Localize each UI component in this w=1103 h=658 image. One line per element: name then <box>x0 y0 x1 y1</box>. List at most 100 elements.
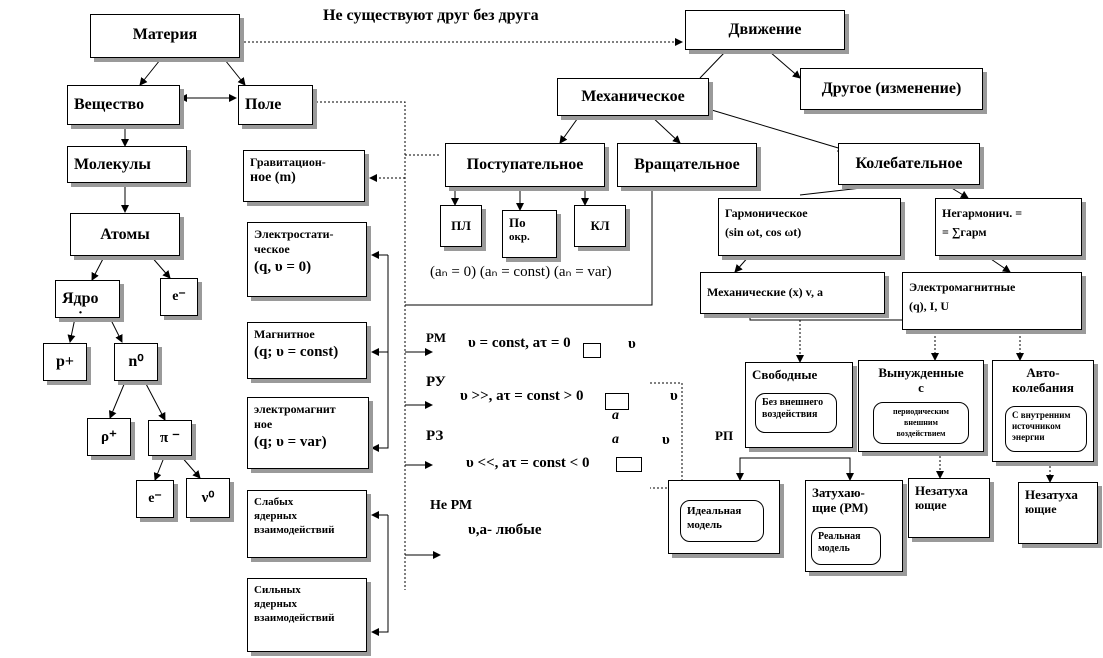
nonharmonic-box: Негармонич. = = ∑гарм <box>935 198 1082 256</box>
estat-line3: (q, υ = 0) <box>254 259 312 275</box>
auto-title2: колебания <box>1012 380 1074 395</box>
harmonic-line1: Гармоническое <box>725 206 808 220</box>
weak-line2: ядерных <box>254 510 297 522</box>
po-box: По окр. <box>502 210 557 258</box>
real-line2: модель <box>818 543 850 554</box>
forced-c: с <box>918 380 924 395</box>
mag-line2: (q; υ = const) <box>254 344 339 360</box>
grav-line2: ное (m) <box>250 170 296 185</box>
translational-box: Поступательное <box>445 143 605 187</box>
undamped-line1: Незатуха <box>915 483 968 498</box>
pl-box: ПЛ <box>440 205 482 247</box>
nerm-label: Не РМ <box>430 498 473 513</box>
weak-interaction-box: Слабых ядерных взаимодействий <box>247 490 367 558</box>
harmonic-box: Гармоническое (sin ωt, cos ωt) <box>718 198 901 256</box>
ru-formula: υ >>, aτ = const > 0 <box>460 388 584 404</box>
em-line2: ное <box>254 417 273 431</box>
forced-sub1: периодическим <box>892 407 950 416</box>
weak-line1: Слабых <box>254 496 294 508</box>
gravitational-field-box: Гравитацион- ное (m) <box>243 150 365 202</box>
rho-box: ρ⁺ <box>87 418 131 456</box>
rm-label: РМ <box>426 330 446 345</box>
nucleus-label: Ядро <box>62 290 99 307</box>
coexistence-label: Не существуют друг без друга <box>323 7 539 24</box>
strong-line3: взаимодействий <box>254 612 335 624</box>
ru-vector-icon <box>605 393 629 410</box>
nerm-formula: υ,a- любые <box>468 522 542 538</box>
forced-sub2: внешним <box>904 418 938 427</box>
rp-label: РП <box>715 428 734 443</box>
kl-box: КЛ <box>574 205 626 247</box>
forced-sub3: воздействием <box>896 429 946 438</box>
free-sub-bracket: Без внешнего воздействия <box>755 393 837 433</box>
rz-vector-icon <box>616 457 642 472</box>
undamped2-box: Незатуха ющие <box>1018 482 1098 544</box>
estat-line1: Электростати- <box>254 227 334 241</box>
normal-accel-line: (aₙ = 0) (aₙ = const) (aₙ = var) <box>430 264 612 280</box>
rm-vector-icon <box>583 343 601 358</box>
pi-box: π ⁻ <box>148 420 192 456</box>
auto-sub-bracket: С внутренним источником энергии <box>1005 406 1087 452</box>
undamped2-line1: Незатуха <box>1025 487 1078 502</box>
magnetic-field-box: Магнитное (q; υ = const) <box>247 322 367 379</box>
auto-sub3: энергии <box>1012 432 1045 442</box>
forced-title: Вынужденные <box>878 365 964 380</box>
harmonic-line2: (sin ωt, cos ωt) <box>725 225 802 239</box>
weak-line3: взаимодействий <box>254 524 335 536</box>
molecules-box: Молекулы <box>67 146 187 183</box>
nonharmonic-line2: = ∑гарм <box>942 225 987 239</box>
strong-interaction-box: Сильных ядерных взаимодействий <box>247 578 367 652</box>
nonharmonic-line1: Негармонич. = <box>942 206 1023 220</box>
em-line1: электромагнит <box>254 402 336 416</box>
damped-line2: щие (РМ) <box>812 500 869 515</box>
matter-box: Материя <box>90 14 240 58</box>
ideal-bracket: Идеальная модель <box>680 500 764 542</box>
damped-line1: Затухаю- <box>812 485 865 500</box>
auto-title1: Авто- <box>1026 365 1060 380</box>
rz-a2-label: a <box>612 432 619 447</box>
nucleus-dot: · <box>78 305 84 321</box>
real-line1: Реальная <box>818 531 861 542</box>
ru-v-label: υ <box>670 388 678 404</box>
field-box: Поле <box>238 85 313 125</box>
electron-box: e⁻ <box>160 278 198 316</box>
free-sub2: воздействия <box>762 409 818 420</box>
free-title: Свободные <box>752 367 818 382</box>
free-sub1: Без внешнего <box>762 397 824 408</box>
motion-box: Движение <box>685 10 845 50</box>
ideal-line2: модель <box>687 519 722 531</box>
rm-formula: υ = const, aτ = 0 <box>468 335 571 351</box>
mechanical-motion-box: Механическое <box>557 78 709 116</box>
neutrino-box: ν⁰ <box>186 478 230 518</box>
undamped-line2: ющие <box>915 498 947 512</box>
ideal-line1: Идеальная <box>687 505 742 517</box>
auto-sub2: источником <box>1012 421 1061 431</box>
undamped2-line2: ющие <box>1025 502 1057 516</box>
rotational-box: Вращательное <box>617 143 757 187</box>
em-line3: (q; υ = var) <box>254 434 327 450</box>
oscillatory-box: Колебательное <box>838 143 980 185</box>
em-osc-box: Электромагнитные (q), I, U <box>902 272 1082 330</box>
substance-box: Вещество <box>67 85 180 125</box>
ru-label: РУ <box>426 374 446 390</box>
rz-v-label: υ <box>662 432 670 448</box>
forced-sub-bracket: периодическим внешним воздействием <box>873 402 969 444</box>
other-motion-box: Другое (изменение) <box>800 68 983 110</box>
mechanical-osc-box: Механические (x) v, a <box>700 272 885 314</box>
em-osc-line2: (q), I, U <box>909 299 950 313</box>
rm-v-label: υ <box>628 336 636 352</box>
po-line1: По <box>509 215 526 230</box>
rz-formula: υ <<, aτ = const < 0 <box>466 455 590 471</box>
nucleus-box: Ядро <box>55 280 120 318</box>
auto-sub1: С внутренним <box>1012 410 1071 420</box>
strong-line2: ядерных <box>254 598 297 610</box>
real-bracket: Реальная модель <box>811 527 881 565</box>
po-line2: окр. <box>509 231 530 243</box>
undamped-box: Незатуха ющие <box>908 478 990 538</box>
strong-line1: Сильных <box>254 584 301 596</box>
rz-a-label: a <box>612 408 619 423</box>
grav-line1: Гравитацион- <box>250 155 326 169</box>
em-field-box: электромагнит ное (q; υ = var) <box>247 397 369 469</box>
